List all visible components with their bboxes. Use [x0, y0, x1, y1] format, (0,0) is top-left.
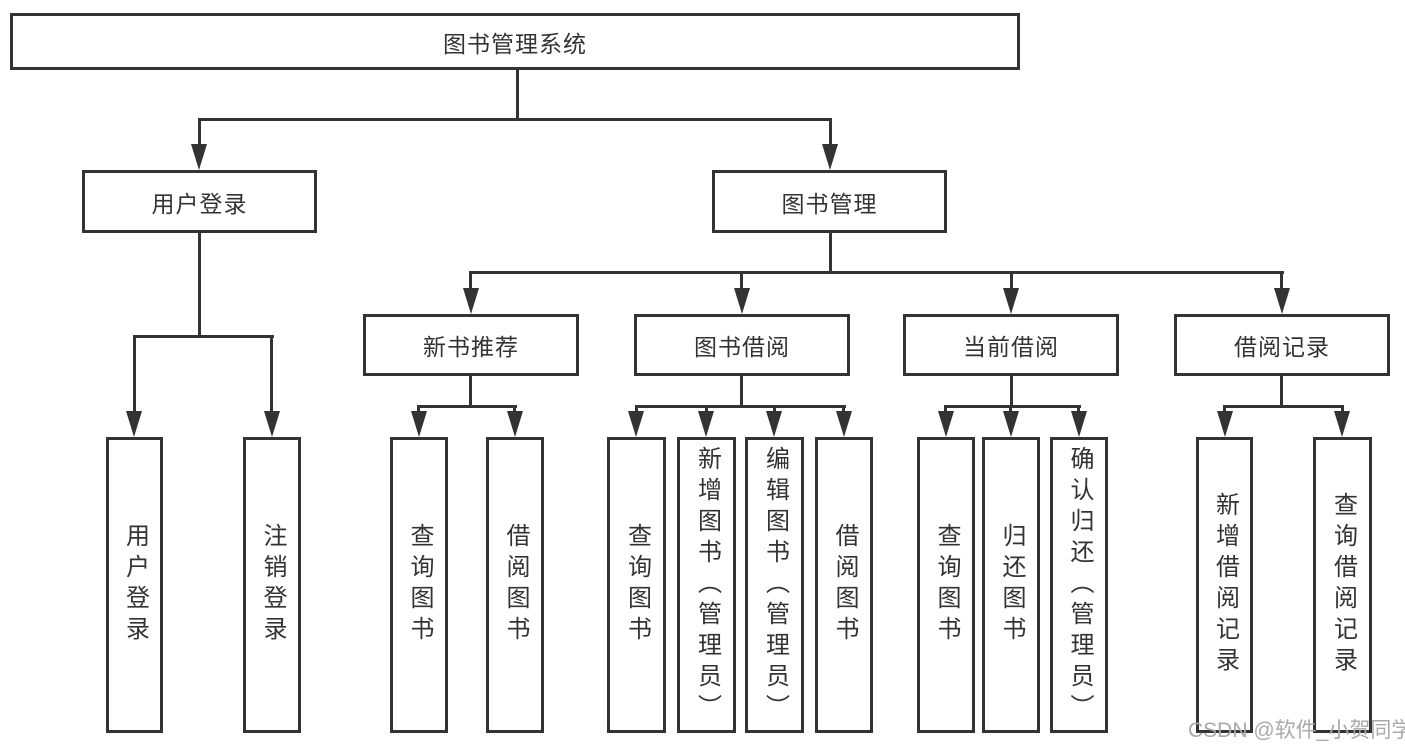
connector-line — [944, 405, 1081, 408]
node-book-mgmt-label: 图书管理 — [781, 190, 878, 217]
leaf-current-return: 归还图书 — [982, 437, 1040, 733]
arrow-down-icon — [1071, 411, 1087, 437]
leaf-user-login-label: 用户登录 — [121, 523, 149, 647]
connector-line — [944, 405, 947, 414]
connector-line — [1223, 405, 1226, 414]
arrow-down-icon — [191, 144, 207, 170]
arrow-down-icon — [507, 411, 523, 437]
node-user-login-label: 用户登录 — [151, 190, 248, 217]
connector-line — [773, 405, 776, 414]
connector-line — [133, 335, 136, 413]
node-borrow-records: 借阅记录 — [1174, 314, 1390, 376]
node-new-books-label: 新书推荐 — [423, 334, 519, 360]
node-root: 图书管理系统 — [10, 13, 1020, 70]
leaf-current-query: 查询图书 — [917, 437, 975, 733]
connector-line — [842, 405, 845, 414]
leaf-current-return-label: 归还图书 — [998, 523, 1025, 647]
watermark: CSDN @软件_小贺同学 — [1188, 719, 1405, 742]
arrow-down-icon — [463, 288, 479, 314]
connector-line — [1280, 271, 1283, 293]
connector-line — [1010, 271, 1013, 293]
leaf-borrow-edit-admin: 编辑图书（管理员） — [745, 437, 804, 733]
connector-line — [469, 376, 472, 408]
connector-line — [516, 70, 519, 120]
arrow-down-icon — [411, 411, 427, 437]
connector-line — [198, 233, 201, 337]
connector-line — [469, 271, 472, 293]
arrow-down-icon — [1274, 288, 1290, 314]
connector-line — [270, 335, 273, 413]
connector-line — [829, 233, 832, 273]
connector-line — [198, 118, 201, 148]
leaf-borrow-query: 查询图书 — [607, 437, 666, 733]
node-book-borrow-label: 图书借阅 — [694, 334, 790, 360]
leaf-logout: 注销登录 — [243, 437, 301, 733]
leaf-borrow-add-admin: 新增图书（管理员） — [677, 437, 736, 733]
connector-line — [469, 271, 1284, 274]
leaf-borrow-book-label: 借阅图书 — [831, 523, 858, 647]
connector-line — [1280, 376, 1283, 408]
arrow-down-icon — [766, 411, 782, 437]
node-borrow-records-label: 借阅记录 — [1234, 334, 1330, 360]
leaf-newbooks-query: 查询图书 — [390, 437, 448, 733]
connector-line — [635, 405, 846, 408]
arrow-down-icon — [734, 288, 750, 314]
leaf-newbooks-borrow-label: 借阅图书 — [502, 523, 529, 647]
leaf-borrow-query-label: 查询图书 — [623, 523, 651, 647]
connector-line — [740, 271, 743, 293]
node-book-borrow: 图书借阅 — [634, 314, 850, 376]
arrow-down-icon — [628, 411, 644, 437]
leaf-borrow-add-admin-label: 新增图书（管理员） — [693, 445, 721, 725]
leaf-borrow-book: 借阅图书 — [815, 437, 873, 733]
connector-line — [133, 335, 274, 338]
leaf-newbooks-borrow: 借阅图书 — [486, 437, 544, 733]
connector-line — [1341, 405, 1344, 414]
connector-line — [1010, 376, 1013, 408]
connector-line — [829, 118, 832, 148]
arrow-down-icon — [1003, 411, 1019, 437]
leaf-records-add-label: 新增借阅记录 — [1211, 492, 1239, 678]
connector-line — [1077, 405, 1080, 414]
connector-line — [705, 405, 708, 414]
arrow-down-icon — [836, 411, 852, 437]
node-current-borrow: 当前借阅 — [903, 314, 1119, 376]
node-new-books: 新书推荐 — [363, 314, 579, 376]
arrow-down-icon — [822, 144, 838, 170]
connector-line — [513, 405, 516, 414]
arrow-down-icon — [1217, 411, 1233, 437]
leaf-current-confirm-admin: 确认归还（管理员） — [1050, 437, 1108, 733]
leaf-logout-label: 注销登录 — [259, 523, 286, 647]
leaf-newbooks-query-label: 查询图书 — [406, 523, 433, 647]
node-root-label: 图书管理系统 — [443, 30, 587, 57]
leaf-borrow-edit-admin-label: 编辑图书（管理员） — [761, 445, 789, 725]
connector-line — [1223, 405, 1344, 408]
node-user-login: 用户登录 — [82, 170, 317, 233]
leaf-current-confirm-admin-label: 确认归还（管理员） — [1066, 445, 1093, 725]
arrow-down-icon — [1334, 411, 1350, 437]
leaf-user-login: 用户登录 — [106, 437, 163, 733]
arrow-down-icon — [264, 411, 280, 437]
leaf-records-query: 查询借阅记录 — [1313, 437, 1372, 733]
connector-line — [417, 405, 420, 414]
leaf-records-add: 新增借阅记录 — [1196, 437, 1253, 733]
node-current-borrow-label: 当前借阅 — [963, 334, 1059, 360]
arrow-down-icon — [698, 411, 714, 437]
arrow-down-icon — [938, 411, 954, 437]
connector-line — [740, 376, 743, 408]
connector-line — [635, 405, 638, 414]
connector-line — [198, 118, 832, 121]
node-book-mgmt: 图书管理 — [712, 170, 947, 233]
connector-line — [1009, 405, 1012, 414]
connector-line — [418, 405, 517, 408]
leaf-current-query-label: 查询图书 — [933, 523, 960, 647]
leaf-records-query-label: 查询借阅记录 — [1329, 492, 1357, 678]
arrow-down-icon — [126, 411, 142, 437]
arrow-down-icon — [1003, 288, 1019, 314]
